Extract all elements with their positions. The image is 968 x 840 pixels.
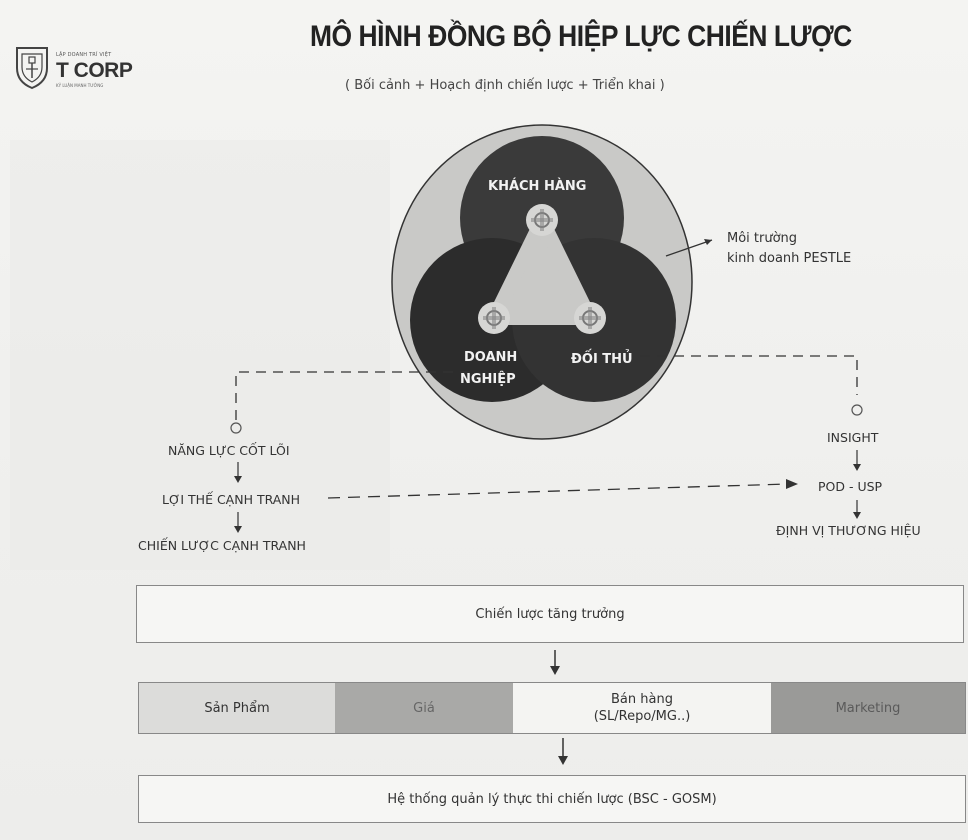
logo-small-text: LẬP DOANH TRÍ VIỆT (56, 52, 112, 58)
label-doanh-nghiep-2: NGHIỆP (460, 372, 516, 387)
label-insight: INSIGHT (827, 430, 879, 445)
label-competitive-advantage: LỢI THẾ CẠNH TRANH (162, 492, 301, 507)
watermark-background (10, 140, 390, 570)
environment-label-line2: kinh doanh PESTLE (727, 251, 852, 266)
logo-sub-text: KỶ LUẬN MANH TƯỞNG (56, 83, 104, 88)
left-node-icon (230, 422, 242, 434)
growth-strategy-box: Chiến lược tăng trưởng (136, 585, 964, 643)
functions-row: Sản Phẩm Giá Bán hàng (SL/Repo/MG..) Mar… (138, 682, 966, 734)
label-core-competency: NĂNG LỰC CỐT LÕI (168, 443, 290, 458)
gear-icon (526, 204, 558, 236)
cell-price: Giá (335, 683, 513, 733)
label-khach-hang: KHÁCH HÀNG (488, 179, 587, 194)
cell-sales-line1: Bán hàng (611, 692, 673, 707)
gear-icon (478, 302, 510, 334)
left-dashed-connector (235, 371, 470, 420)
environment-arrow (665, 239, 713, 257)
shield-logo-icon (16, 47, 48, 90)
label-pod-usp: POD - USP (818, 479, 883, 494)
gear-icon (574, 302, 606, 334)
logo (10, 42, 150, 102)
execution-system-box: Hệ thống quản lý thực thi chiến lược (BS… (138, 775, 966, 823)
center-triangle (487, 213, 597, 325)
right-dashed-connector (640, 355, 858, 395)
label-doanh-nghiep-1: DOANH (464, 350, 518, 365)
environment-label-line1: Môi trường (727, 231, 798, 246)
logo-main-text: T CORP (56, 59, 133, 82)
label-brand-positioning: ĐỊNH VỊ THƯƠNG HIỆU (776, 523, 921, 538)
cell-product: Sản Phẩm (139, 683, 335, 733)
advantage-to-usp-arrow (327, 483, 789, 499)
page-subtitle: ( Bối cảnh + Hoạch định chiến lược + Tri… (345, 78, 665, 93)
cell-sales-line2: (SL/Repo/MG..) (593, 709, 691, 724)
cell-sales: Bán hàng (SL/Repo/MG..) (513, 683, 771, 733)
cell-marketing: Marketing (771, 683, 965, 733)
label-doi-thu: ĐỐI THỦ (571, 352, 633, 367)
right-node-icon (851, 404, 863, 416)
label-competitive-strategy: CHIẾN LƯỢC CẠNH TRANH (138, 538, 306, 553)
